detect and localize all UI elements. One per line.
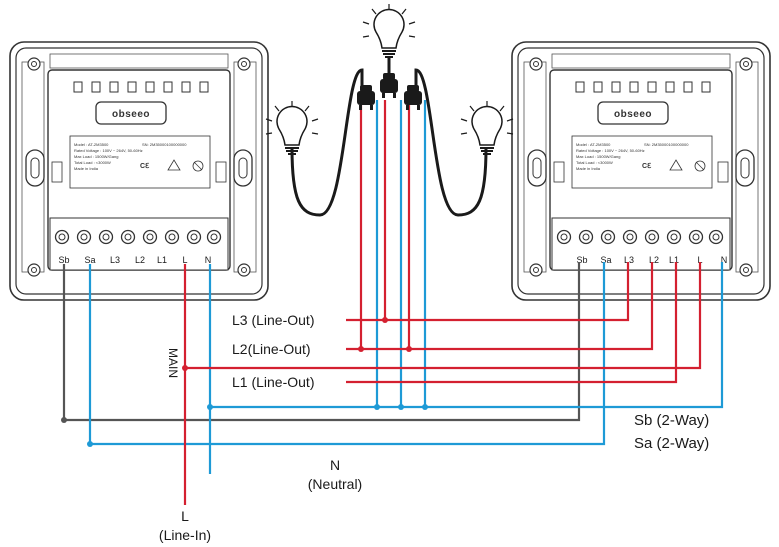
junction-dots <box>61 317 428 447</box>
label-l1-line-out: L1 (Line-Out) <box>232 374 314 390</box>
wires <box>62 100 724 505</box>
pendant-lamp-icon <box>404 85 422 110</box>
switch-module-2: obseeo Model : AT-2M3500 Rated Voltage :… <box>511 41 771 301</box>
made-in-text: Made in India <box>576 166 601 171</box>
brand-plate: obseeo <box>614 109 652 120</box>
serial-text: SN: 2M35000100000000 <box>644 142 689 147</box>
wire-sa <box>88 262 606 446</box>
label-l: L <box>181 508 189 524</box>
total-load-text: Total Load : <3000W <box>576 160 613 165</box>
label-l2-line-out: L2(Line-Out) <box>232 341 311 357</box>
made-in-text: Made in India <box>74 166 99 171</box>
rated-voltage-text: Rated Voltage : 100V ~ 264V, 50-60Hz <box>74 148 143 153</box>
wire-l3 <box>346 262 630 322</box>
info-label: Model : AT-2M3500 Rated Voltage : 100V ~… <box>576 142 706 172</box>
terminal-label-sa: Sa <box>600 255 611 265</box>
terminal-labels: Sb Sa L3 L2 L1 L N <box>576 255 727 265</box>
terminal-label-l1: L1 <box>157 255 167 265</box>
terminal-label-l: L <box>697 255 702 265</box>
terminal-label-l3: L3 <box>110 255 120 265</box>
terminal-label-l2: L2 <box>135 255 145 265</box>
light-bulb-icon <box>265 100 319 155</box>
terminal-labels: Sb Sa L3 L2 L1 L N <box>58 255 211 265</box>
terminal-label-sb: Sb <box>576 255 587 265</box>
model-text: Model : AT-2M3500 <box>74 142 109 147</box>
brand-plate: obseeo <box>112 109 150 120</box>
ce-mark-icon: Cℇ <box>642 162 652 170</box>
warning-triangle-icon <box>669 159 683 171</box>
label-line-in: (Line-In) <box>159 527 211 543</box>
light-bulb-icon <box>362 3 416 58</box>
info-label: Model : AT-2M3500 Rated Voltage : 100V ~… <box>74 142 204 172</box>
label-main: MAIN <box>166 348 180 378</box>
terminal-label-sb: Sb <box>58 255 69 265</box>
label-sb-2way: Sb (2-Way) <box>634 412 709 429</box>
weee-bin-icon <box>694 160 706 172</box>
terminal-label-l1: L1 <box>669 255 679 265</box>
svg-text:Cℇ: Cℇ <box>642 162 652 170</box>
pendant-lamp-icon <box>357 85 375 110</box>
svg-text:Cℇ: Cℇ <box>140 162 150 170</box>
total-load-text: Total Load : <3000W <box>74 160 111 165</box>
ce-mark-icon: Cℇ <box>140 162 150 170</box>
model-text: Model : AT-2M3500 <box>576 142 611 147</box>
serial-text: SN: 2M35000100000000 <box>142 142 187 147</box>
wire-sb <box>62 262 581 422</box>
wire-l1 <box>346 262 678 384</box>
terminal-label-sa: Sa <box>84 255 95 265</box>
terminal-label-l3: L3 <box>624 255 634 265</box>
weee-bin-icon <box>192 160 204 172</box>
label-neutral: (Neutral) <box>308 476 362 492</box>
brand-logo-text: obseeo <box>112 109 150 120</box>
max-load-text: Max Load : 1500W/Gang <box>576 154 620 159</box>
pendant-lamp-icon <box>380 73 398 98</box>
max-load-text: Max Load : 1500W/Gang <box>74 154 118 159</box>
wire-main-bus <box>185 262 702 370</box>
terminal-label-n: N <box>205 255 212 265</box>
terminal-label-n: N <box>721 255 728 265</box>
wire-neutral-bus <box>210 262 724 409</box>
brand-logo-text: obseeo <box>614 109 652 120</box>
wire-l2 <box>346 262 654 351</box>
label-n: N <box>330 457 340 473</box>
switch-module-1: obseeo Model : AT-2M3500 Rated Voltage :… <box>9 41 269 301</box>
terminal-label-l: L <box>182 255 187 265</box>
warning-triangle-icon <box>167 159 181 171</box>
label-l3-line-out: L3 (Line-Out) <box>232 312 314 328</box>
light-bulb-icon <box>460 100 514 155</box>
label-sa-2way: Sa (2-Way) <box>634 435 709 452</box>
rated-voltage-text: Rated Voltage : 100V ~ 264V, 50-60Hz <box>576 148 645 153</box>
terminal-label-l2: L2 <box>649 255 659 265</box>
